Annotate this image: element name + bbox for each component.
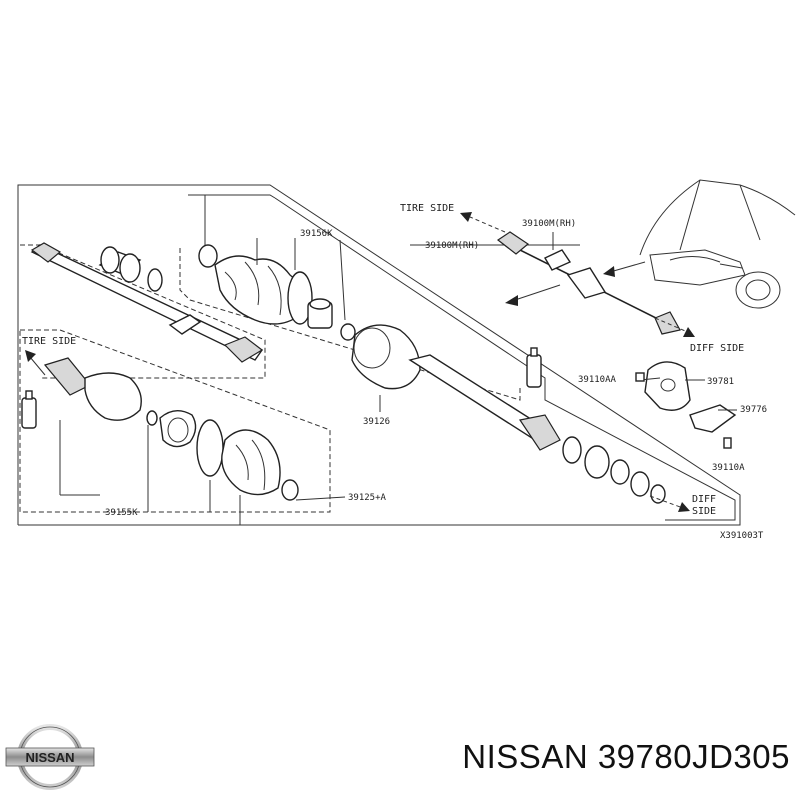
part-labels: 39156K 39100M(RH) 39100M(RH) 39126 39155…	[22, 203, 767, 541]
diff-side-seals	[562, 436, 666, 504]
label-39781: 39781	[707, 377, 734, 387]
direction-arrows	[25, 212, 695, 512]
label-39156k: 39156K	[300, 229, 333, 239]
label-39126: 39126	[363, 417, 390, 427]
part-title: NISSAN 39780JD305	[462, 738, 790, 775]
shaft-overview	[496, 231, 681, 335]
tripod-joint	[307, 298, 356, 341]
label-diff-side-right: DIFF SIDE	[690, 343, 744, 354]
label-tire-side-top: TIRE SIDE	[400, 203, 454, 214]
dust-seals	[100, 244, 218, 292]
nissan-logo: NISSAN	[5, 724, 95, 790]
support-bracket	[635, 361, 737, 449]
label-tire-side-left: TIRE SIDE	[22, 336, 76, 347]
figure-code: X391003T	[720, 531, 764, 541]
grease-tube-right	[526, 347, 542, 388]
logo-wordmark: NISSAN	[25, 750, 74, 765]
diagram-frame	[17, 184, 741, 526]
vehicle-outline	[639, 179, 796, 309]
label-diff-side-bottom-line1: DIFF	[692, 494, 716, 505]
outer-joint-lower	[43, 357, 197, 448]
label-39125a: 39125+A	[348, 493, 387, 503]
label-39100m-rh-main: 39100M(RH)	[425, 241, 479, 251]
label-39776: 39776	[740, 405, 767, 415]
subassembly-boxes	[19, 195, 736, 521]
joint-housing	[351, 324, 561, 451]
label-39110aa: 39110AA	[578, 375, 617, 385]
grease-tube-left	[21, 390, 37, 429]
label-39155k: 39155K	[105, 508, 138, 518]
label-39110a: 39110A	[712, 463, 745, 473]
outer-boot-upper	[214, 255, 313, 325]
label-39100m-rh-top: 39100M(RH)	[522, 219, 576, 229]
leader-lines	[59, 238, 580, 525]
label-diff-side-bottom-line2: SIDE	[692, 506, 716, 517]
outer-boot-lower	[196, 419, 299, 501]
